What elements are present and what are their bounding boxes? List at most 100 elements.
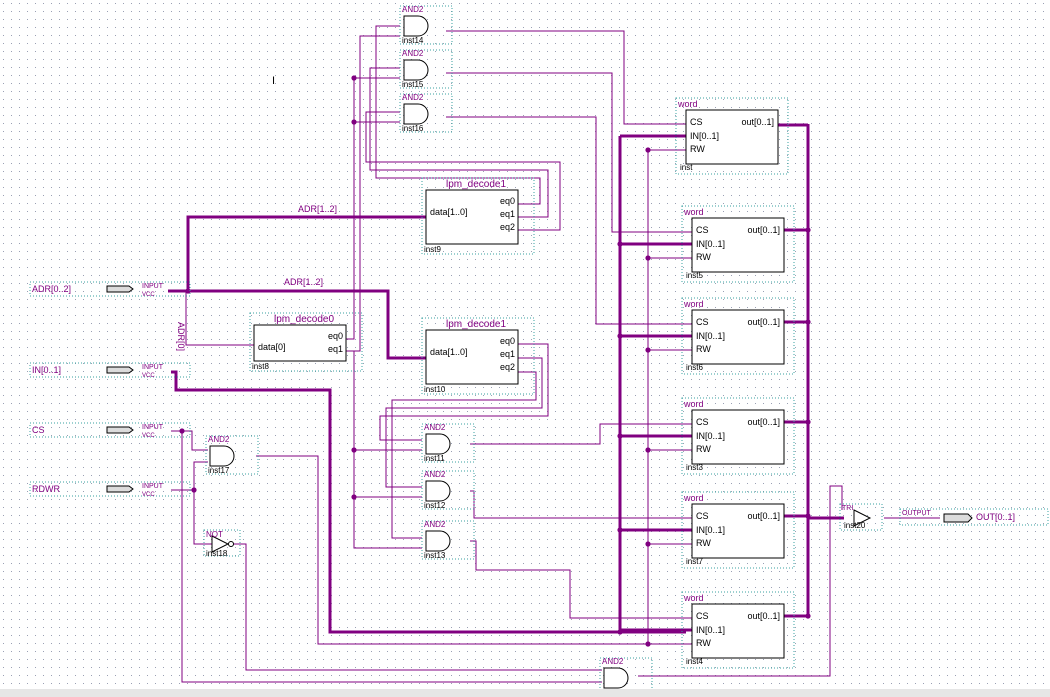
word-inst7-port-out: out[0..1]	[747, 511, 780, 521]
word-inst7-port-cs: CS	[696, 511, 709, 521]
dec1b-eq2	[391, 371, 537, 539]
and-gate-inst12-type: AND2	[424, 470, 446, 479]
decoder-inst8-port-eq1: eq1	[328, 344, 343, 354]
word-inst4-inst: inst4	[686, 657, 703, 666]
and-gate-inst17-inst: inst17	[208, 466, 230, 475]
not-inst: inst18	[206, 549, 228, 558]
and-gate-inst13	[425, 530, 451, 552]
decoder-inst10-port-eq1: eq1	[500, 349, 515, 359]
word-inst6-port-in: IN[0..1]	[696, 331, 725, 341]
decoder-inst10-inst: inst10	[424, 385, 446, 394]
and-gate-inst11-type: AND2	[424, 423, 446, 432]
dec0-eq1-low	[353, 351, 422, 549]
bus-label-adr0: ADR[0]	[176, 322, 186, 351]
input-rdwr-label: RDWR	[32, 484, 60, 494]
and12-out	[470, 490, 692, 519]
junction-dot	[617, 629, 623, 635]
decoder-inst9-inst: inst9	[424, 245, 441, 254]
word-inst4-port-in: IN[0..1]	[696, 625, 725, 635]
wires	[168, 25, 940, 683]
word-inst3-port-in: IN[0..1]	[696, 431, 725, 441]
decoder-inst9-port-eq1: eq1	[500, 209, 515, 219]
junction-dot	[185, 288, 191, 294]
decoder-inst10-port-eq2: eq2	[500, 362, 515, 372]
tri-box	[839, 503, 883, 531]
adr-bus-lower	[168, 289, 426, 360]
word-inst7-inst: inst7	[686, 557, 703, 566]
tri-type: TRI	[842, 505, 853, 512]
junction-dot	[617, 527, 623, 533]
cs-to-and17	[182, 430, 208, 451]
junction-dot	[645, 541, 651, 547]
word-inst3-port-out: out[0..1]	[747, 417, 780, 427]
dec1b-eq0	[379, 343, 549, 441]
word-inst-port-out: out[0..1]	[741, 117, 774, 127]
and-gate-inst15-inst: inst15	[402, 80, 424, 89]
decoder-inst8-inst: inst8	[252, 362, 269, 371]
cursor-mark: I	[272, 75, 275, 87]
word-inst4-port-out: out[0..1]	[747, 611, 780, 621]
tri-inst: inst20	[844, 521, 866, 530]
input-adr-shape	[106, 285, 134, 293]
and17-out	[256, 455, 648, 645]
and-gate-inst13-type: AND2	[424, 520, 446, 529]
and-gate-inst11-inst: inst11	[424, 454, 445, 463]
junction-dot	[617, 333, 623, 339]
tri-buffer	[853, 509, 872, 527]
word-inst6-inst: inst6	[686, 363, 703, 372]
junction-dot	[645, 347, 651, 353]
not-type: NOT	[206, 530, 223, 539]
output-pin-shape	[943, 513, 973, 523]
word-inst5-inst: inst5	[686, 271, 703, 280]
junction-dot	[617, 433, 623, 439]
word-inst3-body	[691, 409, 785, 465]
decoder-inst10-port-in: data[1..0]	[430, 347, 468, 357]
word-inst5-port-rw: RW	[696, 252, 711, 262]
and-gate-inst16-inst: inst16	[402, 124, 424, 133]
word-inst5-box	[681, 205, 795, 283]
and-gate-inst13-inst: inst13	[424, 551, 446, 560]
and-gate-inst17-type: AND2	[208, 435, 230, 444]
and-gate-inst17	[209, 445, 235, 467]
word-inst3-port-cs: CS	[696, 417, 709, 427]
word-inst5-port-cs: CS	[696, 225, 709, 235]
junction-dot	[805, 319, 811, 325]
and16-out	[446, 116, 692, 325]
word-inst4-box	[681, 591, 795, 669]
and-gate-inst14-type: AND2	[402, 5, 424, 14]
bus-label-adr12-mid: ADR[1..2]	[284, 277, 323, 287]
dec1a-eq2	[365, 111, 561, 231]
dec1a-eq1	[369, 67, 549, 218]
junction-dot	[805, 613, 811, 619]
input-cs-type: INPUT	[142, 424, 164, 431]
decoder-inst9-port-eq2: eq2	[500, 222, 515, 232]
decoder-inst9-body	[425, 189, 519, 245]
decoder-inst9-port-eq0: eq0	[500, 196, 515, 206]
word-inst5-port-in: IN[0..1]	[696, 239, 725, 249]
input-in-label: IN[0..1]	[32, 365, 61, 375]
decoder-inst9-box	[421, 177, 535, 255]
and14-out	[446, 30, 686, 125]
decoder-inst8-box	[249, 312, 363, 372]
and-gate-inst16	[403, 103, 429, 125]
decoder-inst9-port-in: data[1..0]	[430, 207, 468, 217]
not-box	[203, 529, 241, 557]
not-gate	[211, 535, 230, 553]
input-cs-sub: VCC	[142, 433, 155, 439]
decoder-inst8-port-in: data[0]	[258, 342, 286, 352]
word-inst6-box	[681, 297, 795, 375]
word-inst5-body	[691, 217, 785, 273]
word-inst-inst: inst	[680, 163, 693, 172]
rdwr-to-not	[193, 490, 212, 545]
word-inst7-box	[681, 491, 795, 569]
and-bottom-out	[638, 486, 831, 677]
input-in-shape	[106, 366, 134, 374]
bus-label-adr12-top: ADR[1..2]	[298, 204, 337, 214]
decoder-inst8-title: lpm_decode0	[274, 314, 334, 325]
junction-dot	[351, 75, 357, 81]
junction-dot	[645, 447, 651, 453]
